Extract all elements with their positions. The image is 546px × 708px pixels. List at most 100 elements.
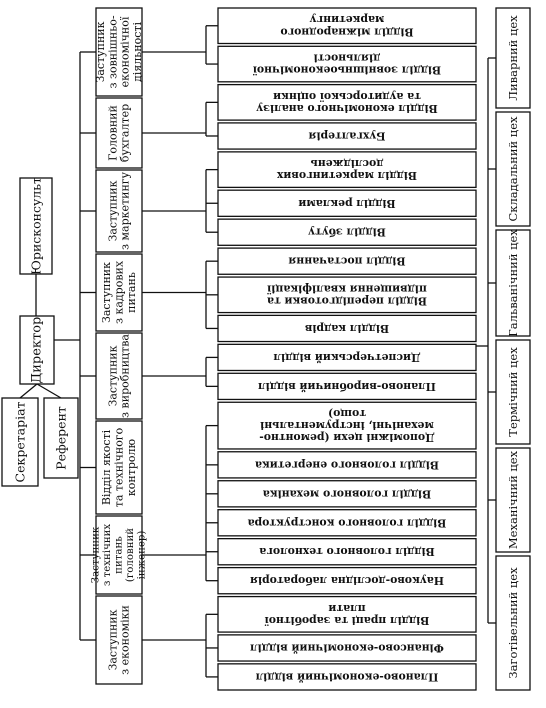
director-referent-link [36, 383, 62, 399]
department-label-text: Відділ головного конструктора [248, 516, 447, 529]
department-label: Відділ головного технолога [259, 545, 434, 558]
department-box [217, 372, 477, 401]
department-label-text: Фінансово-економічний відділ [250, 641, 444, 654]
referent-label-text: Референт [54, 406, 69, 470]
workshop-label: Термічний цех [506, 347, 520, 437]
director-label: Директор [30, 317, 45, 384]
workshop-label-text: Складальний цех [506, 116, 520, 222]
deputy-label-text: з маркетингу [119, 171, 132, 250]
department-box [217, 343, 477, 372]
department-label-text: діяльності [314, 52, 381, 65]
department-box [217, 401, 477, 450]
deputy-label-text: Заступник [94, 21, 107, 82]
workshop-label-text: Гальванічний цех [506, 229, 520, 337]
department-label: Допоміжні цехи (ремонтно-механічні, інст… [259, 407, 434, 444]
department-label: Бухгалтерія [308, 129, 385, 142]
department-label-text: Відділ головного технолога [259, 545, 434, 558]
department-label-text: тощо) [328, 407, 366, 420]
deputy-label-text: Відділ якості [100, 429, 113, 505]
department-label-text: Відділ реклами [298, 197, 395, 210]
director-label-text: Директор [30, 317, 45, 384]
department-box [217, 595, 477, 633]
director-secretariat-link [19, 383, 38, 399]
department-label-text: Бухгалтерія [308, 129, 385, 142]
workshop-box [495, 7, 531, 109]
department-box [217, 122, 477, 150]
workshop-box [495, 555, 531, 691]
department-box [217, 45, 477, 83]
deputy-label-text: з виробництва [119, 334, 132, 418]
department-box [217, 634, 477, 662]
department-box [217, 189, 477, 217]
deputy-box [95, 332, 143, 420]
department-label: Диспетчерський відділ [273, 351, 421, 364]
deputy-label-text: економічної [119, 16, 132, 87]
department-label: Планово-виробничий відділ [258, 380, 436, 393]
department-label-text: маркетингу [310, 13, 385, 26]
deputy-label-text: інженер) [135, 531, 147, 580]
deputy-label-text: з технічних [102, 524, 113, 587]
department-label-text: Відділ збуту [308, 226, 386, 239]
deputy-box [95, 7, 143, 97]
department-label: Планово-економічний відділ [255, 670, 438, 683]
department-label-text: Відділ головного механіка [263, 487, 431, 500]
workshop-label-text: Заготівельний цех [506, 567, 520, 679]
department-box [217, 509, 477, 537]
deputy-label-text: Головний [106, 105, 119, 161]
department-label-text: Допоміжні цехи (ремонтно- [259, 431, 434, 444]
department-label: Науково-дослідна лабораторія [250, 574, 444, 587]
department-label: Відділ збуту [308, 226, 386, 239]
workshop-box [495, 111, 531, 227]
workshop-label: Гальванічний цех [506, 229, 520, 337]
workshop-box [495, 229, 531, 337]
deputy-label-text: діяльності [131, 22, 144, 82]
deputy-label-text: Заступник [106, 345, 119, 406]
deputy-label-text: Заступник [106, 609, 119, 670]
deputy-label-text: та технічного [113, 427, 126, 507]
department-label-text: Відділ перепідготовки та [267, 294, 427, 307]
department-label: Фінансово-економічний відділ [250, 641, 444, 654]
workshop-box [495, 447, 531, 553]
workshop-label: Складальний цех [506, 116, 520, 222]
referent-label: Референт [54, 406, 69, 470]
workshop-label-text: Механічний цех [506, 450, 520, 549]
department-label-text: плати [328, 602, 365, 615]
department-label: Відділ постачання [288, 255, 405, 268]
workshop-label: Механічний цех [506, 450, 520, 549]
department-label: Відділ кадрів [304, 322, 389, 335]
department-label-text: Відділ кадрів [304, 322, 389, 335]
deputy-box [95, 169, 143, 253]
department-label-text: досліджень [311, 157, 384, 170]
department-label-text: підвищення кваліфікації [267, 282, 427, 295]
lawyer-label-text: Юрисконсульт [29, 177, 44, 275]
workshop-label-text: Термічний цех [506, 347, 520, 437]
workshop-label: Заготівельний цех [506, 567, 520, 679]
director-box [19, 315, 55, 385]
deputy-label-text: (головний [124, 528, 136, 582]
workshop-box [495, 339, 531, 445]
department-box [217, 7, 477, 45]
department-label-text: Відділ маркетингових [276, 169, 417, 182]
department-box [217, 480, 477, 508]
department-label: Відділ головного енергетика [255, 458, 439, 471]
department-label-text: Відділ праці та заробітної [265, 614, 430, 627]
department-label-text: Відділ постачання [288, 255, 405, 268]
department-label-text: Відділ економічного аналізу [256, 102, 438, 115]
department-label: Відділ головного механіка [263, 487, 431, 500]
deputy-box [95, 420, 143, 515]
department-label: Відділ головного конструктора [248, 516, 447, 529]
department-label-text: механічні, інструментальні [260, 419, 434, 432]
department-label-text: Відділ зовнішньоекономічної [253, 64, 441, 77]
department-box [217, 314, 477, 343]
